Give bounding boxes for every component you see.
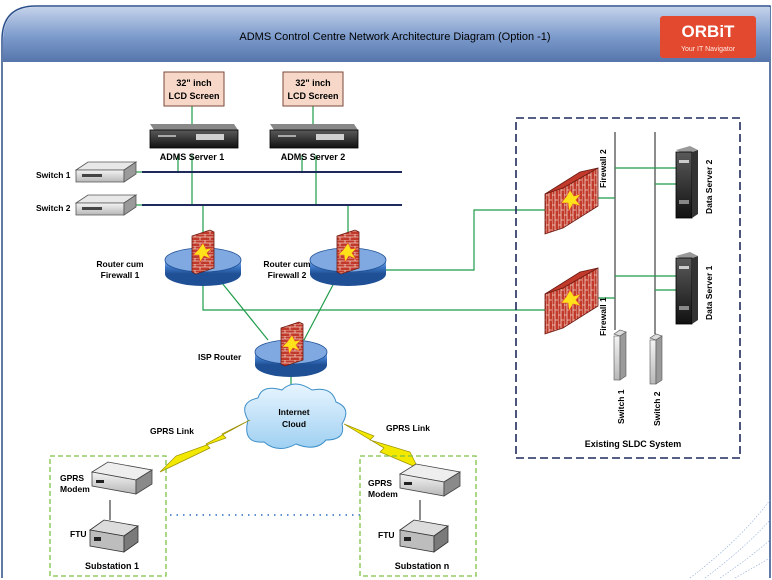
svg-text:GPRS Link: GPRS Link — [386, 423, 430, 433]
svg-text:LCD Screen: LCD Screen — [168, 91, 219, 101]
svg-text:Firewall 1: Firewall 1 — [101, 270, 140, 280]
page-frame — [1, 5, 771, 578]
switch-1: Switch 1 — [36, 161, 138, 183]
sldc-switch-1: Switch 1 — [613, 329, 627, 424]
sldc-system-label: Existing SLDC System — [585, 439, 682, 449]
router-firewall-2-wall — [336, 229, 360, 275]
svg-text:Firewall 2: Firewall 2 — [598, 149, 608, 188]
data-server-2: Data Server 2 — [675, 146, 714, 219]
substation-n: GPRS Modem FTU Substation n — [359, 455, 477, 577]
svg-text:FTU: FTU — [378, 530, 395, 540]
gprs-modem-n: GPRS Modem — [368, 463, 462, 499]
gprs-link-left: GPRS Link — [150, 419, 251, 473]
lcd-screen-1: 32" inch LCD Screen — [163, 71, 225, 107]
ftu-n: FTU — [378, 519, 450, 553]
router-firewall-2: Router cum Firewall 2 — [263, 229, 387, 286]
gprs-link-right: GPRS Link — [343, 423, 430, 469]
adms-server-1-label: ADMS Server 1 — [160, 152, 225, 162]
svg-text:Router cum: Router cum — [96, 259, 144, 269]
substation-1-label: Substation 1 — [85, 561, 139, 571]
svg-text:32" inch: 32" inch — [176, 78, 211, 88]
svg-text:GPRS: GPRS — [60, 473, 84, 483]
svg-text:Switch 1: Switch 1 — [36, 170, 71, 180]
adms-server-2-label: ADMS Server 2 — [281, 152, 346, 162]
svg-text:GPRS: GPRS — [368, 478, 392, 488]
diagram-title: ADMS Control Centre Network Architecture… — [239, 31, 550, 43]
ftu-1: FTU — [70, 519, 140, 553]
svg-text:Internet: Internet — [278, 407, 309, 417]
svg-text:Router cum: Router cum — [263, 259, 311, 269]
svg-text:Modem: Modem — [60, 484, 90, 494]
sldc-firewall-2: Firewall 2 — [544, 149, 608, 235]
svg-text:Firewall 2: Firewall 2 — [268, 270, 307, 280]
corner-decoration — [689, 499, 771, 579]
svg-text:Switch 2: Switch 2 — [36, 203, 71, 213]
svg-text:Switch 1: Switch 1 — [616, 389, 626, 424]
substation-1: GPRS Modem FTU Substation 1 — [49, 455, 167, 577]
router-firewall-1-wall — [191, 229, 215, 275]
header-bar: ADMS Control Centre Network Architecture… — [3, 7, 770, 62]
svg-text:Firewall 1: Firewall 1 — [598, 297, 608, 336]
router-firewall-1: Router cum Firewall 1 — [96, 229, 242, 286]
sldc-switch-2: Switch 2 — [649, 333, 663, 426]
logo-name: ORBiT — [682, 22, 736, 41]
svg-text:FTU: FTU — [70, 529, 87, 539]
substation-n-label: Substation n — [395, 561, 450, 571]
svg-text:GPRS Link: GPRS Link — [150, 426, 194, 436]
isp-router-label: ISP Router — [198, 352, 242, 362]
internet-cloud: Internet Cloud — [244, 383, 347, 449]
svg-text:Data Server 1: Data Server 1 — [704, 265, 714, 320]
sldc-system: Existing SLDC System Firewall 2 Firewall… — [515, 117, 741, 459]
svg-text:Cloud: Cloud — [282, 419, 306, 429]
svg-text:Data Server 2: Data Server 2 — [704, 159, 714, 214]
svg-text:32" inch: 32" inch — [295, 78, 330, 88]
adms-server-2: ADMS Server 2 — [269, 124, 359, 162]
sldc-firewall-1: Firewall 1 — [544, 267, 608, 336]
adms-server-1: ADMS Server 1 — [149, 124, 239, 162]
logo-tagline: Your IT Navigator — [681, 46, 736, 53]
data-server-1: Data Server 1 — [675, 252, 714, 325]
orbit-logo: ORBiT Your IT Navigator — [660, 16, 756, 58]
lcd-screen-2: 32" inch LCD Screen — [282, 71, 344, 107]
svg-text:Switch 2: Switch 2 — [652, 391, 662, 426]
svg-text:LCD Screen: LCD Screen — [287, 91, 338, 101]
isp-router: ISP Router — [198, 321, 328, 377]
switch-2: Switch 2 — [36, 194, 138, 216]
gprs-modem-1: GPRS Modem — [60, 461, 154, 495]
svg-text:Modem: Modem — [368, 489, 398, 499]
